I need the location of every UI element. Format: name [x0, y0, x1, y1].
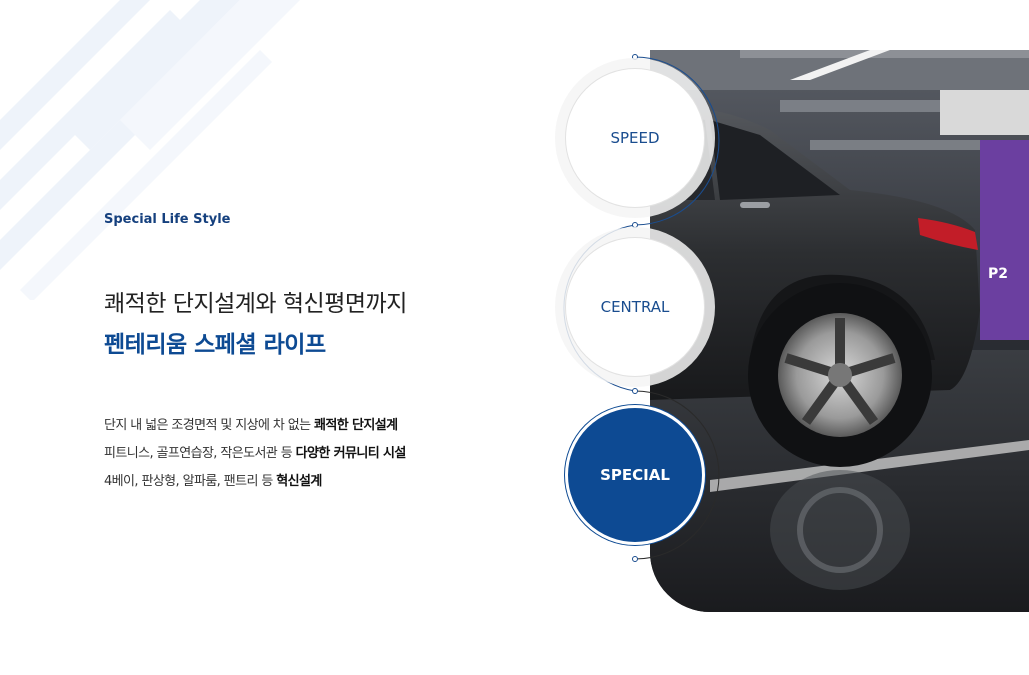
- tab-central-label: CENTRAL: [600, 298, 670, 316]
- section-title-line2: 펜테리움 스페셜 라이프: [104, 332, 326, 358]
- section-eyebrow: Special Life Style: [104, 212, 231, 227]
- feature-description: 단지 내 넓은 조경면적 및 지상에 차 없는 쾌적한 단지설계 피트니스, 골…: [104, 412, 406, 496]
- section-title-line1: 쾌적한 단지설계와 혁신평면까지: [104, 291, 407, 317]
- parking-sign: P2: [988, 266, 1008, 282]
- description-line: 단지 내 넓은 조경면적 및 지상에 차 없는 쾌적한 단지설계: [104, 418, 398, 433]
- timeline-connector: [563, 54, 720, 562]
- description-line: 4베이, 판상형, 알파룸, 팬트리 등 혁신설계: [104, 474, 322, 489]
- tab-central[interactable]: CENTRAL: [565, 237, 705, 377]
- tab-speed-label: SPEED: [610, 129, 660, 147]
- description-line: 피트니스, 골프연습장, 작은도서관 등 다양한 커뮤니티 시설: [104, 446, 406, 461]
- car-photo: P2: [650, 50, 1029, 612]
- tab-special-label: SPECIAL: [600, 466, 670, 484]
- tab-speed[interactable]: SPEED: [565, 68, 705, 208]
- decorative-stripes: [0, 0, 300, 300]
- tab-special[interactable]: SPECIAL: [565, 405, 705, 545]
